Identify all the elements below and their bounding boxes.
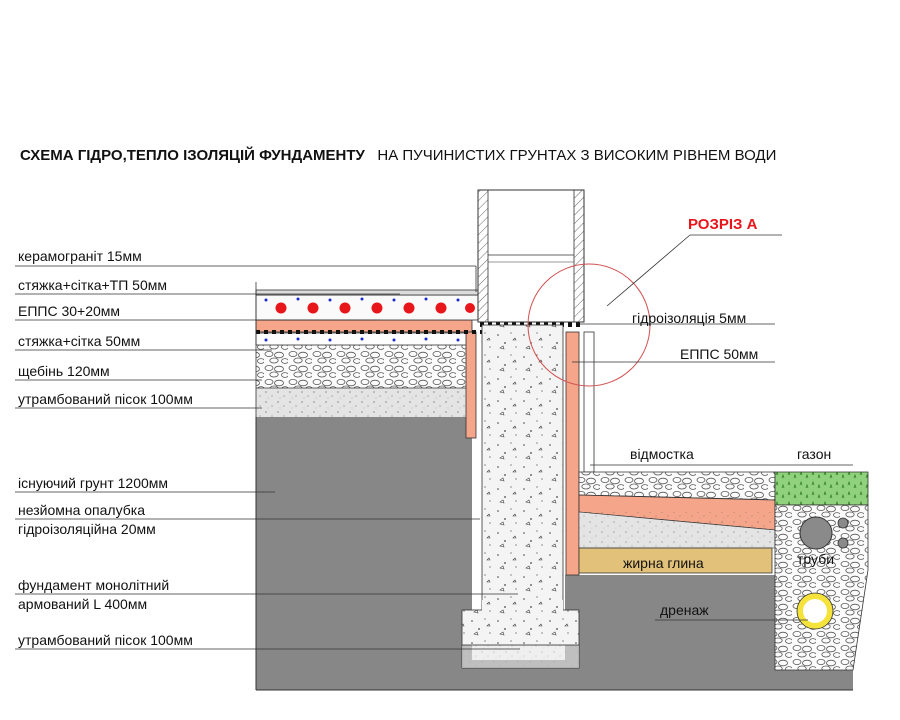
drain-pipe <box>797 593 833 629</box>
waterproofing-line <box>256 330 486 334</box>
label-lawn: газон <box>797 446 832 462</box>
label-soil: існуючий грунт 1200мм <box>18 475 169 491</box>
foundation-wall <box>481 324 564 611</box>
title-regular-part: НА ПУЧИНИСТИХ ГРУНТАХ З ВИСОКИМ РІВНЕМ В… <box>377 147 777 164</box>
label-drainage: дренаж <box>660 602 709 618</box>
label-screed-mesh-tp: стяжка+сітка+ТП 50мм <box>18 277 167 293</box>
label-clay: жирна глина <box>623 555 704 571</box>
foundation-footing <box>461 609 580 646</box>
label-gravel: щебінь 120мм <box>18 363 110 379</box>
gravel-layer-floor <box>256 345 472 388</box>
label-formwork-1: незйомна опалубка <box>18 502 145 518</box>
lawn-layer <box>774 471 869 506</box>
label-screed-mesh: стяжка+сітка 50мм <box>18 333 141 349</box>
section-callout-circle <box>527 263 651 387</box>
existing-soil <box>256 417 472 690</box>
label-formwork-2: гідроізоляційна 20мм <box>18 521 156 537</box>
label-blind-area: відмостка <box>630 446 694 462</box>
pipe-small-2 <box>837 537 849 549</box>
label-foundation-1: фундамент монолітний <box>18 577 170 593</box>
screed-lower <box>255 332 473 346</box>
label-xps-floor: ЕППС 30+20мм <box>18 303 121 319</box>
clay-layer <box>578 547 773 574</box>
label-porcelain: керамограніт 15мм <box>18 248 142 264</box>
label-pipes: труби <box>797 551 835 567</box>
label-sand-top: утрамбований пісок 100мм <box>18 391 193 407</box>
xps-inner-strip <box>465 331 477 439</box>
heating-pipes <box>275 302 475 314</box>
label-waterproofing: гідроізоляція 5мм <box>632 310 747 326</box>
title-bold-part: СХЕМА ГІДРО,ТЕПЛО ІЗОЛЯЦІЙ ФУНДАМЕНТУ <box>20 147 365 164</box>
page-title: СХЕМА ГІДРО,ТЕПЛО ІЗОЛЯЦІЙ ФУНДАМЕНТУ НА… <box>20 147 776 164</box>
label-foundation-2: армований L 400мм <box>18 596 148 612</box>
pipe-small-1 <box>837 517 849 529</box>
xps-wall <box>565 331 580 576</box>
label-sand-bottom: утрамбований пісок 100мм <box>18 632 193 648</box>
section-label: РОЗРІЗ А <box>688 216 758 233</box>
wall-upper <box>477 189 585 323</box>
pipe-large <box>799 516 833 550</box>
label-xps-wall: ЕППС 50мм <box>680 346 759 362</box>
